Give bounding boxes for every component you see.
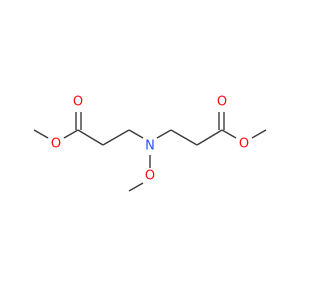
bond-left-c2-c3 xyxy=(102,129,130,146)
atom-ester-o-right: O xyxy=(239,137,249,152)
bond-n-right-c3 xyxy=(156,129,172,139)
bond-right-ester-o-methyl xyxy=(251,129,267,139)
bond-left-c3-n xyxy=(128,129,144,139)
bond-left-c1-c2 xyxy=(77,129,104,146)
atom-carbonyl-o-left: O xyxy=(73,95,83,110)
bond-right-c2-c1 xyxy=(196,129,223,146)
bond-n-o-methyl xyxy=(128,182,144,192)
atom-ester-o-left: O xyxy=(51,137,61,152)
bond-left-methyl-ester-o xyxy=(33,129,49,139)
atom-n-oxygen: O xyxy=(145,169,155,184)
bond-right-c3-c2 xyxy=(170,129,198,146)
molecule-diagram: O O N O O O xyxy=(33,95,267,192)
atom-carbonyl-o-right: O xyxy=(217,95,227,110)
atom-labels: O O N O O O xyxy=(51,95,249,184)
bonds xyxy=(33,112,267,192)
bond-left-ester-o-carbonyl-c xyxy=(63,129,79,139)
bond-right-carbonyl-c-ester-o xyxy=(221,129,237,139)
structure-canvas: O O N O O O xyxy=(33,94,267,192)
atom-nitrogen: N xyxy=(145,139,155,154)
